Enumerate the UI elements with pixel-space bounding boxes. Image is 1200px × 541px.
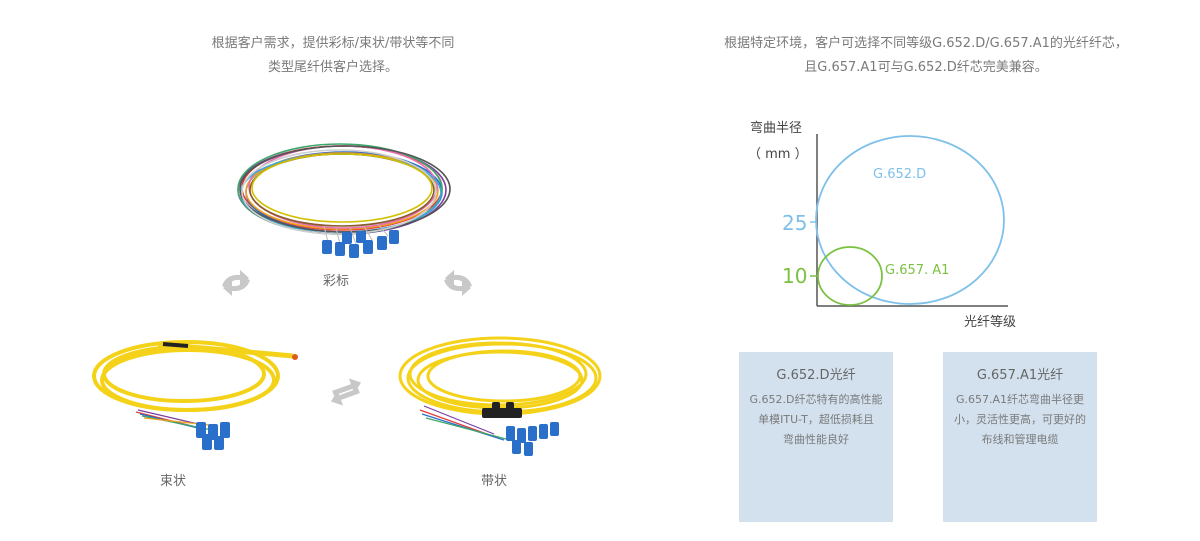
x-axis-label: 光纤等级: [964, 314, 1016, 330]
bend-radius-diagram: 弯曲半径 （ mm ） 25 10 G.652.D G.657. A1 光纤等级: [748, 120, 1016, 330]
g657a1-bend-circle: [817, 246, 883, 306]
g652d-card-title: G.652.D光纤: [776, 368, 856, 383]
left-caption: 根据客户需求，提供彩标/束状/带状等不同 类型尾纤供客户选择。: [180, 32, 486, 80]
right-caption: 根据特定环境，客户可选择不同等级G.652.D/G.657.A1的光纤纤芯， 且…: [700, 32, 1152, 80]
left-caption-line2: 类型尾纤供客户选择。: [267, 60, 398, 75]
y-axis-label-line2: （ mm ）: [748, 147, 808, 162]
y-tick-label-25: 25: [782, 211, 807, 235]
g652d-bend-circle: [815, 135, 1005, 305]
g652d-card: G.652.D光纤 G.652.D纤芯特有的高性能 单模ITU-T，超低损耗且 …: [739, 352, 893, 522]
g657a1-card-body: G.657.A1纤芯弯曲半径更 小，灵活性更高，可更好的 布线和管理电缆: [951, 390, 1089, 450]
right-caption-line1: 根据特定环境，客户可选择不同等级G.652.D/G.657.A1的光纤纤芯，: [724, 36, 1128, 51]
g652d-card-line2: 单模ITU-T，超低损耗且: [758, 413, 874, 426]
g652d-card-body: G.652.D纤芯特有的高性能 单模ITU-T，超低损耗且 弯曲性能良好: [747, 390, 885, 450]
g657a1-card-title: G.657.A1光纤: [976, 368, 1064, 383]
g657a1-card-line2: 小，灵活性更高，可更好的: [954, 413, 1086, 426]
left-caption-line1: 根据客户需求，提供彩标/束状/带状等不同: [211, 36, 455, 51]
colored-pigtail-label: 彩标: [323, 274, 350, 289]
g657a1-card: G.657.A1光纤 G.657.A1纤芯弯曲半径更 小，灵活性更高，可更好的 …: [943, 352, 1097, 522]
g657a1-card-line3: 布线和管理电缆: [981, 433, 1059, 446]
right-caption-line2: 且G.657.A1可与G.652.D纤芯完美兼容。: [804, 60, 1048, 75]
g657a1-card-line1: G.657.A1纤芯弯曲半径更: [955, 393, 1085, 406]
y-axis-label-line1: 弯曲半径: [750, 120, 802, 136]
rotate-left-icon: [222, 270, 250, 296]
bundle-pigtail-image: [92, 340, 298, 450]
rotate-right-icon: [444, 270, 472, 296]
y-tick-label-10: 10: [782, 264, 807, 288]
g652d-label: G.652.D: [873, 167, 926, 182]
ribbon-pigtail-label: 带状: [481, 474, 508, 489]
swap-arrows-icon: [330, 378, 362, 406]
colored-pigtail-image: [237, 143, 451, 258]
g652d-card-line1: G.652.D纤芯特有的高性能: [749, 393, 883, 406]
g657a1-label: G.657. A1: [885, 263, 949, 278]
g652d-card-line3: 弯曲性能良好: [783, 433, 849, 446]
ribbon-pigtail-image: [398, 336, 602, 456]
bundle-pigtail-label: 束状: [160, 474, 187, 489]
